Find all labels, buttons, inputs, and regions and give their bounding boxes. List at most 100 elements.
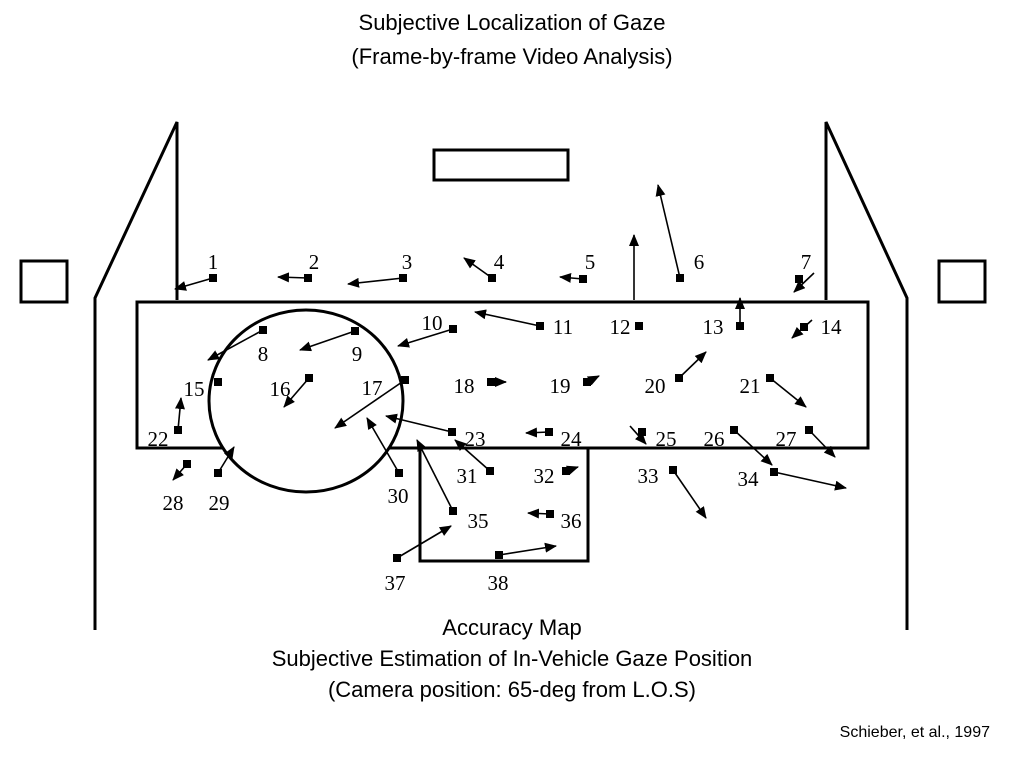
gaze-marker-13: 13 bbox=[703, 297, 745, 339]
gaze-marker-17: 17 bbox=[334, 376, 409, 429]
gaze-marker-27: 27 bbox=[776, 426, 836, 458]
gaze-marker-16: 16 bbox=[270, 374, 313, 408]
gaze-marker-8: 8 bbox=[207, 326, 269, 366]
gaze-marker-4: 4 bbox=[463, 250, 505, 282]
error-arrow-28 bbox=[172, 463, 188, 481]
gaze-marker-29: 29 bbox=[209, 446, 235, 515]
gaze-marker-12: 12 bbox=[610, 234, 643, 339]
dashboard-panel bbox=[135, 300, 870, 450]
error-arrow-1 bbox=[174, 277, 214, 291]
error-arrow-5 bbox=[559, 272, 584, 283]
marker-label-18: 18 bbox=[454, 374, 475, 398]
error-arrow-20 bbox=[678, 351, 707, 379]
gaze-marker-21: 21 bbox=[740, 374, 807, 408]
gaze-marker-34: 34 bbox=[738, 467, 847, 491]
error-arrow-3 bbox=[347, 277, 404, 288]
gaze-marker-20: 20 bbox=[645, 351, 707, 398]
gaze-marker-35: 35 bbox=[416, 439, 489, 533]
gaze-marker-14: 14 bbox=[791, 315, 843, 339]
diagram-subtitle: (Frame-by-frame Video Analysis) bbox=[351, 44, 673, 69]
gaze-marker-19: 19 bbox=[550, 374, 600, 398]
marker-label-7: 7 bbox=[801, 250, 812, 274]
steering-wheel bbox=[207, 308, 405, 494]
marker-label-12: 12 bbox=[610, 315, 631, 339]
marker-label-6: 6 bbox=[694, 250, 705, 274]
citation: Schieber, et al., 1997 bbox=[839, 724, 990, 741]
marker-label-38: 38 bbox=[488, 571, 509, 595]
rearview-mirror bbox=[432, 148, 570, 182]
error-arrow-11 bbox=[474, 309, 541, 327]
gaze-marker-9: 9 bbox=[299, 327, 363, 366]
gaze-marker-36: 36 bbox=[527, 508, 582, 533]
marker-label-19: 19 bbox=[550, 374, 571, 398]
gaze-marker-23: 23 bbox=[385, 413, 486, 451]
marker-label-26: 26 bbox=[704, 427, 725, 451]
gaze-marker-38: 38 bbox=[488, 542, 557, 595]
gaze-marker-15: 15 bbox=[184, 377, 222, 401]
marker-label-33: 33 bbox=[638, 464, 659, 488]
gaze-marker-18: 18 bbox=[454, 374, 507, 398]
marker-label-34: 34 bbox=[738, 467, 760, 491]
error-arrow-30 bbox=[366, 417, 400, 474]
marker-label-11: 11 bbox=[553, 315, 573, 339]
error-arrow-19 bbox=[586, 375, 600, 386]
error-arrow-29 bbox=[217, 446, 235, 474]
marker-label-24: 24 bbox=[561, 427, 583, 451]
error-arrow-27 bbox=[808, 429, 836, 458]
marker-label-15: 15 bbox=[184, 377, 205, 401]
marker-label-8: 8 bbox=[258, 342, 269, 366]
marker-label-5: 5 bbox=[585, 250, 596, 274]
marker-label-31: 31 bbox=[457, 464, 478, 488]
marker-label-30: 30 bbox=[388, 484, 409, 508]
marker-label-35: 35 bbox=[468, 509, 489, 533]
marker-label-27: 27 bbox=[776, 427, 797, 451]
gaze-marker-11: 11 bbox=[474, 309, 573, 339]
gaze-marker-22: 22 bbox=[148, 397, 185, 451]
error-arrow-25 bbox=[629, 425, 647, 445]
caption-title: Accuracy Map bbox=[442, 615, 582, 640]
marker-label-4: 4 bbox=[494, 250, 505, 274]
error-arrow-9 bbox=[299, 330, 356, 352]
gaze-marker-25: 25 bbox=[629, 425, 677, 451]
error-arrow-37 bbox=[396, 525, 452, 559]
target-square-25 bbox=[638, 428, 646, 436]
error-arrow-4 bbox=[463, 257, 493, 279]
right-side-mirror bbox=[937, 259, 987, 304]
error-arrow-24 bbox=[525, 427, 550, 438]
center-console bbox=[418, 448, 590, 563]
gaze-marker-6: 6 bbox=[655, 184, 705, 282]
caption-description: Subjective Estimation of In-Vehicle Gaze… bbox=[271, 646, 753, 671]
gaze-marker-30: 30 bbox=[366, 417, 409, 508]
error-arrow-16 bbox=[283, 377, 310, 408]
marker-label-37: 37 bbox=[385, 571, 406, 595]
gaze-marker-3: 3 bbox=[347, 250, 412, 288]
marker-label-20: 20 bbox=[645, 374, 666, 398]
error-arrow-26 bbox=[733, 429, 773, 466]
marker-label-10: 10 bbox=[422, 311, 443, 335]
error-arrow-17 bbox=[334, 379, 406, 429]
marker-label-9: 9 bbox=[352, 342, 363, 366]
marker-label-21: 21 bbox=[740, 374, 761, 398]
error-arrow-23 bbox=[385, 413, 453, 433]
gaze-marker-2: 2 bbox=[277, 250, 319, 283]
gaze-marker-26: 26 bbox=[704, 426, 773, 466]
marker-label-13: 13 bbox=[703, 315, 724, 339]
gaze-marker-1: 1 bbox=[174, 250, 218, 291]
error-arrow-34 bbox=[773, 471, 847, 491]
marker-label-25: 25 bbox=[656, 427, 677, 451]
error-arrow-10 bbox=[397, 328, 454, 348]
marker-label-22: 22 bbox=[148, 427, 169, 451]
error-arrow-14 bbox=[791, 319, 813, 339]
error-arrow-21 bbox=[769, 377, 807, 408]
marker-label-16: 16 bbox=[270, 377, 291, 401]
caption-camera-note: (Camera position: 65-deg from L.O.S) bbox=[327, 677, 697, 702]
marker-label-14: 14 bbox=[821, 315, 843, 339]
marker-label-23: 23 bbox=[465, 427, 486, 451]
error-arrow-7 bbox=[793, 272, 815, 293]
error-arrow-38 bbox=[498, 542, 557, 556]
gaze-marker-28: 28 bbox=[163, 460, 191, 515]
target-square-7 bbox=[795, 275, 803, 283]
error-arrow-36 bbox=[527, 508, 551, 519]
